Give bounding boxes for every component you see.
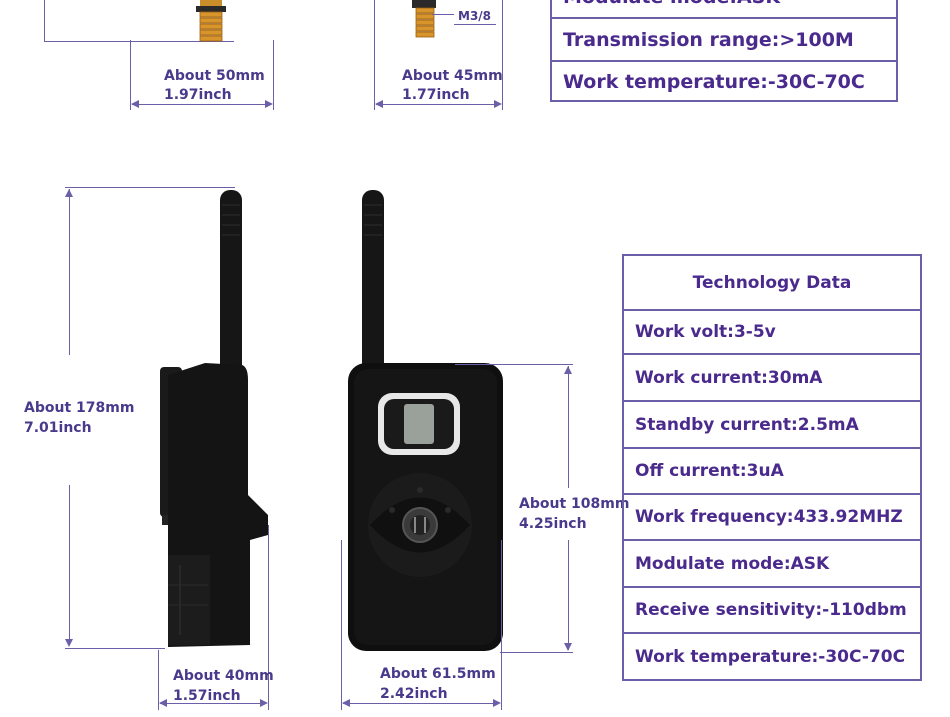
body-height-arrow-line-lower: [568, 540, 569, 650]
brass-connector-image: [196, 0, 226, 42]
dim-a-arrow-left: [131, 100, 139, 108]
table-row: Receive sensitivity:-110dbm: [624, 586, 920, 632]
table-row: Off current:3uA: [624, 447, 920, 493]
brass-connector-image-2: [412, 0, 436, 38]
body-height-mm-label: About 108mm: [519, 496, 630, 512]
height-arrow-up: [65, 189, 73, 197]
height-bottom-tick: [65, 648, 165, 649]
dim-a-left-tick: [130, 40, 131, 110]
body-height-arrow-up: [564, 366, 572, 374]
dim-a-right-tick: [273, 40, 274, 110]
thread-underline: [454, 24, 496, 25]
top-left-guide-line: [44, 0, 45, 42]
width-right-tick: [501, 540, 502, 710]
dim-a-mm-label: About 50mm: [164, 68, 265, 84]
dim-b-inch-label: 1.77inch: [402, 87, 470, 103]
depth-right-tick: [268, 525, 269, 710]
height-top-tick: [65, 187, 235, 188]
width-left-tick: [341, 540, 342, 710]
table-row: Work temperature:-30C-70C: [624, 632, 920, 679]
technology-data-table: Technology Data Work volt:3-5v Work curr…: [622, 254, 922, 681]
height-label-gap: [60, 355, 80, 485]
table-title: Technology Data: [692, 272, 852, 293]
table-row: Work frequency:433.92MHZ: [624, 493, 920, 539]
depth-mm-label: About 40mm: [173, 668, 274, 684]
dim-b-left-tick: [374, 0, 375, 110]
device-front-view-image: [348, 190, 503, 651]
depth-left-tick: [158, 650, 159, 710]
dim-b-arrow-left: [375, 100, 383, 108]
table-row: Work current:30mA: [624, 353, 920, 400]
body-height-inch-label: 4.25inch: [519, 516, 587, 532]
top-spec-table: Modulate mode:ASK Transmission range:>10…: [550, 0, 898, 102]
width-arrow-line: [343, 703, 499, 704]
top-spec-row: Transmission range:>100M: [552, 17, 896, 60]
table-row: Work volt:3-5v: [624, 309, 920, 353]
height-arrow-line-lower: [69, 485, 70, 640]
thread-label: M3/8: [458, 9, 492, 23]
top-spec-row: Work temperature:-30C-70C: [552, 60, 896, 102]
thread-pointer-line: [432, 14, 454, 15]
dim-b-arrow-line: [376, 104, 500, 105]
width-inch-label: 2.42inch: [380, 686, 448, 702]
top-spec-row: Modulate mode:ASK: [552, 0, 896, 17]
dim-a-arrow-right: [265, 100, 273, 108]
device-side-view-image: [160, 190, 268, 647]
height-inch-label: 7.01inch: [24, 420, 92, 436]
width-arrow-left: [342, 699, 350, 707]
body-height-arrow-down: [564, 643, 572, 651]
dim-b-arrow-right: [494, 100, 502, 108]
dim-b-right-tick: [502, 0, 503, 110]
body-height-bottom-tick: [500, 652, 573, 653]
depth-inch-label: 1.57inch: [173, 688, 241, 704]
top-left-guide-line-h: [44, 41, 234, 42]
dim-a-arrow-line: [132, 104, 271, 105]
table-row: Modulate mode:ASK: [624, 539, 920, 586]
depth-arrow-right: [260, 699, 268, 707]
width-arrow-right: [493, 699, 501, 707]
body-height-arrow-line-upper: [568, 366, 569, 488]
depth-arrow-line: [160, 703, 266, 704]
dim-b-mm-label: About 45mm: [402, 68, 503, 84]
dim-a-inch-label: 1.97inch: [164, 87, 232, 103]
height-mm-label: About 178mm: [24, 400, 135, 416]
width-mm-label: About 61.5mm: [380, 666, 496, 682]
height-arrow-down: [65, 639, 73, 647]
body-height-top-tick: [455, 364, 573, 365]
depth-arrow-left: [159, 699, 167, 707]
table-row: Standby current:2.5mA: [624, 400, 920, 447]
